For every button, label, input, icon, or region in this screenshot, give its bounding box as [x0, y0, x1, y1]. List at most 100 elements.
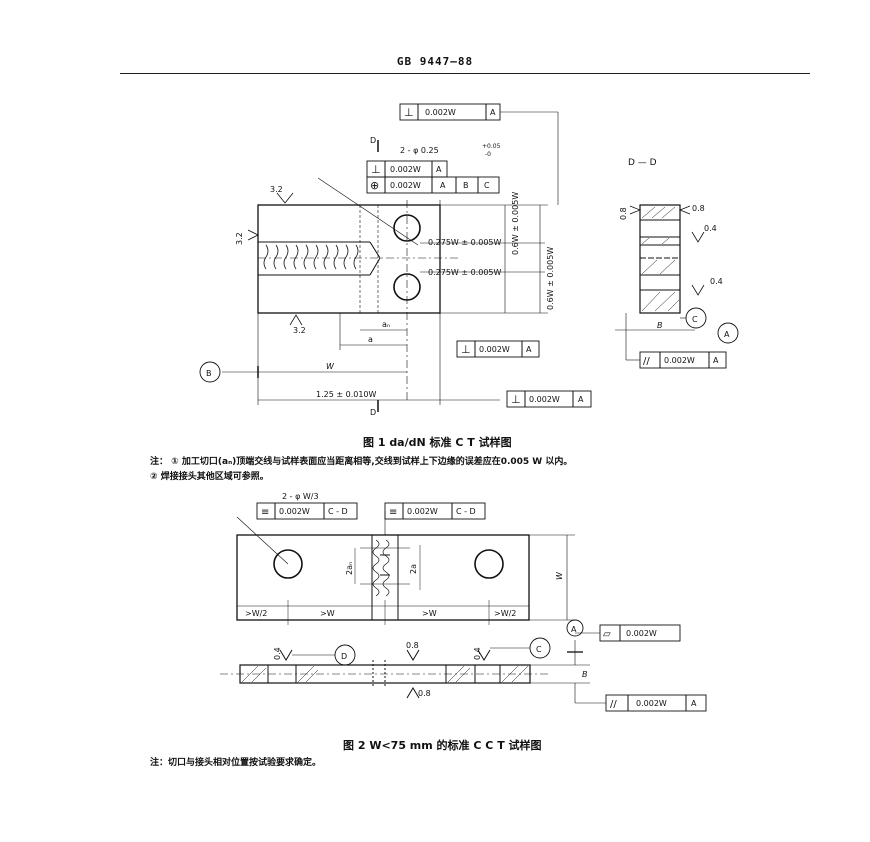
cct-specimen-body: [236, 511, 575, 625]
svg-text:⊥: ⊥: [461, 343, 471, 356]
svg-text://: //: [610, 699, 617, 710]
svg-text:C: C: [692, 315, 698, 324]
fcf-sym-left: ≡ 0.002W C - D: [256, 502, 358, 520]
svg-text:0.002W: 0.002W: [425, 108, 456, 117]
fcf-perp-hole: ⊥ 0.002W A: [366, 160, 448, 178]
svg-text:A: A: [571, 625, 577, 634]
svg-text:0.002W: 0.002W: [279, 507, 310, 516]
fcf-position-hole: ⊕ 0.002W A B C: [366, 176, 500, 194]
ct-specimen-body: [257, 200, 460, 405]
hole-spec: 2 - φ 0.25: [400, 146, 439, 155]
svg-text:C - D: C - D: [328, 507, 348, 516]
svg-text:0.002W: 0.002W: [664, 356, 695, 365]
svg-text:C - D: C - D: [456, 507, 476, 516]
cct-dim-b: B: [582, 670, 588, 679]
section-d-bottom: D: [370, 408, 376, 417]
figure1-note-1: 注： ① 加工切口(aₙ)顶端交线与试样表面应当距离相等,交线到试样上下边缘的误…: [150, 457, 573, 467]
cct-roughness-0.8-b: 0.8: [418, 689, 431, 698]
svg-text:≡: ≡: [389, 507, 397, 518]
roughness-0.4-a: 0.4: [704, 224, 717, 233]
section-dim-b: B: [657, 321, 663, 330]
section-d-top: D: [370, 136, 376, 145]
dim-upper: 0.275W ± 0.005W: [428, 238, 502, 247]
cct-seg-4: >W/2: [494, 609, 516, 618]
fcf-parallel: // 0.002W A: [639, 351, 727, 369]
cct-side-view: [220, 632, 606, 704]
roughness-3.2-left: 3.2: [235, 232, 244, 245]
svg-text:⊥: ⊥: [404, 106, 414, 119]
svg-text:A: A: [713, 356, 719, 365]
tol-plus: +0.05: [482, 143, 501, 150]
section-view-label: D — D: [628, 158, 657, 168]
cct-hole-spec: 2 - φ W/3: [282, 492, 319, 501]
svg-text:A: A: [724, 330, 730, 339]
standard-header: GB 9447—88: [396, 55, 474, 68]
svg-text:A: A: [578, 395, 584, 404]
dim-v1: 0.6W ± 0.005W: [511, 192, 520, 255]
section-view: [615, 204, 705, 361]
dim-v2: 0.6W ± 0.005W: [546, 247, 555, 310]
roughness-0.8-b: 0.8: [692, 204, 705, 213]
fcf-top: ⊥ 0.002W A: [399, 103, 501, 121]
svg-text:C: C: [484, 181, 490, 190]
fcf-sym-right: ≡ 0.002W C - D: [384, 502, 486, 520]
datum-d: D: [334, 644, 356, 666]
svg-text:0.002W: 0.002W: [636, 699, 667, 708]
datum-a-fig1: A: [717, 322, 739, 344]
svg-text:▱: ▱: [603, 629, 611, 640]
svg-text:A: A: [490, 108, 496, 117]
datum-c-fig1: C: [685, 307, 707, 329]
svg-text:D: D: [341, 652, 347, 661]
svg-text:A: A: [691, 699, 697, 708]
roughness-0.8-a: 0.8: [619, 207, 628, 220]
dim-lower: 0.275W ± 0.005W: [428, 268, 502, 277]
fcf-left-bottom: ⊥ 0.002W A: [456, 340, 540, 358]
datum-b: B: [199, 361, 221, 383]
datum-c-fig2: C: [529, 637, 551, 659]
roughness-3.2-top: 3.2: [270, 185, 283, 194]
svg-text:0.002W: 0.002W: [529, 395, 560, 404]
svg-text:0.002W: 0.002W: [390, 181, 421, 190]
svg-text:C: C: [536, 645, 542, 654]
svg-text:A: A: [440, 181, 446, 190]
dim-w: W: [326, 362, 335, 371]
dim-total: 1.25 ± 0.010W: [316, 390, 377, 399]
figure2-note: 注：切口与接头相对位置按试验要求确定。: [150, 758, 322, 768]
datum-a-fig2: A: [566, 619, 584, 637]
svg-text:A: A: [526, 345, 532, 354]
svg-text:A: A: [436, 165, 442, 174]
svg-text:B: B: [463, 181, 469, 190]
cct-roughness-0.4-b: 0.4: [473, 647, 482, 660]
svg-text:≡: ≡: [261, 507, 269, 518]
svg-text:⊕: ⊕: [370, 179, 379, 192]
svg-text:0.002W: 0.002W: [407, 507, 438, 516]
tol-minus: -0: [485, 151, 491, 158]
roughness-0.4-b: 0.4: [710, 277, 723, 286]
cct-seg-2: >W: [320, 609, 335, 618]
figure1-caption: 图 1 da/dN 标准 C T 试样图: [363, 436, 512, 449]
svg-text:B: B: [206, 369, 212, 378]
header-rule: [120, 73, 810, 74]
cct-roughness-0.8-a: 0.8: [406, 641, 419, 650]
svg-text:0.002W: 0.002W: [479, 345, 510, 354]
figure2-caption: 图 2 W<75 mm 的标准 C C T 试样图: [343, 739, 542, 752]
cct-dim-2an: 2aₙ: [345, 562, 354, 575]
dim-a: a: [368, 335, 373, 344]
dim-an: aₙ: [382, 320, 390, 329]
svg-text:⊥: ⊥: [371, 163, 381, 176]
cct-seg-1: >W/2: [245, 609, 267, 618]
svg-text:0.002W: 0.002W: [626, 629, 657, 638]
fcf-parallel-cct: // 0.002W A: [605, 694, 707, 712]
figure1-note-2: ② 焊接接头其他区域可参照。: [150, 472, 269, 482]
svg-text:⊥: ⊥: [511, 393, 521, 406]
cct-roughness-0.4-a: 0.4: [273, 647, 282, 660]
svg-text://: //: [643, 356, 650, 367]
fcf-bottom: ⊥ 0.002W A: [506, 390, 592, 408]
cct-dim-2a: 2a: [409, 564, 418, 574]
fcf-flatness: ▱ 0.002W: [599, 624, 681, 642]
cct-seg-3: >W: [422, 609, 437, 618]
roughness-3.2-bottom: 3.2: [293, 326, 306, 335]
svg-text:0.002W: 0.002W: [390, 165, 421, 174]
cct-dim-w: W: [555, 571, 564, 580]
